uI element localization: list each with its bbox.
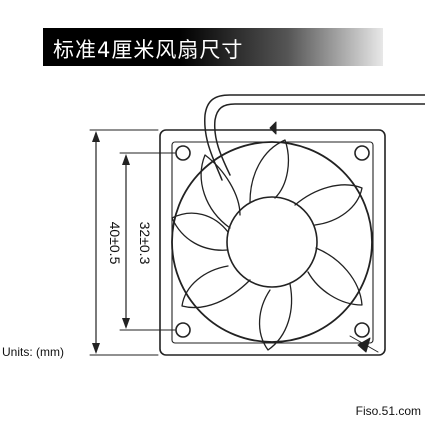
rotation-arrow-icon xyxy=(269,121,277,135)
dim-outer-arrow-bottom xyxy=(92,343,100,354)
airflow-arrow-icon xyxy=(357,337,371,353)
dim-outer-label: 40±0.5 xyxy=(107,222,123,265)
mount-hole-top-right xyxy=(354,145,370,161)
dim-inner-arrow-top xyxy=(122,154,130,165)
dim-hole-spacing-label: 32±0.3 xyxy=(137,222,153,265)
watermark-credit: Fiso.51.com xyxy=(355,404,421,418)
units-label: Units: (mm) xyxy=(2,345,64,359)
dim-outer-arrow-top xyxy=(92,131,100,142)
fan-opening xyxy=(171,141,373,343)
page-title: 标准4厘米风扇尺寸 xyxy=(53,38,244,62)
dim-inner-arrow-bottom xyxy=(122,318,130,329)
fan-blades xyxy=(171,139,363,351)
fan-cable-2 xyxy=(213,103,425,176)
mount-hole-bottom-left xyxy=(175,322,191,338)
mount-hole-bottom-right xyxy=(354,322,370,338)
fan-cable xyxy=(204,94,425,181)
title-banner: 标准4厘米风扇尺寸 xyxy=(43,28,383,66)
mount-hole-top-left xyxy=(175,145,191,161)
fan-hub xyxy=(226,196,318,288)
